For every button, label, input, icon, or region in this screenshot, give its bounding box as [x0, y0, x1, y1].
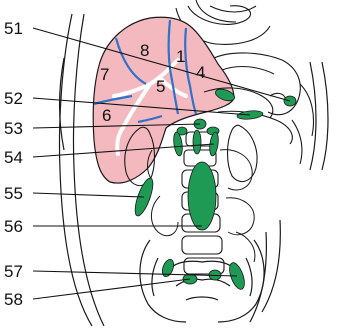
segment-5: 5 — [156, 77, 165, 96]
callout-55: 55 — [4, 184, 23, 203]
leader-55 — [33, 193, 144, 197]
structure-57a — [160, 258, 176, 278]
segment-8: 8 — [140, 41, 149, 60]
structure-54b — [193, 130, 201, 154]
callout-56: 56 — [4, 217, 23, 236]
segment-1: 1 — [176, 47, 185, 66]
segment-4: 4 — [196, 63, 205, 82]
callout-58: 58 — [4, 290, 23, 309]
callout-labels: 51 52 53 54 55 56 57 58 — [4, 19, 23, 309]
callout-51: 51 — [4, 19, 23, 38]
structure-56 — [188, 162, 216, 230]
segment-6: 6 — [102, 106, 111, 125]
leader-58 — [33, 279, 190, 299]
callout-53: 53 — [4, 119, 23, 138]
callout-54: 54 — [4, 148, 23, 167]
callout-57: 57 — [4, 262, 23, 281]
callout-52: 52 — [4, 89, 23, 108]
segment-7: 7 — [100, 65, 109, 84]
